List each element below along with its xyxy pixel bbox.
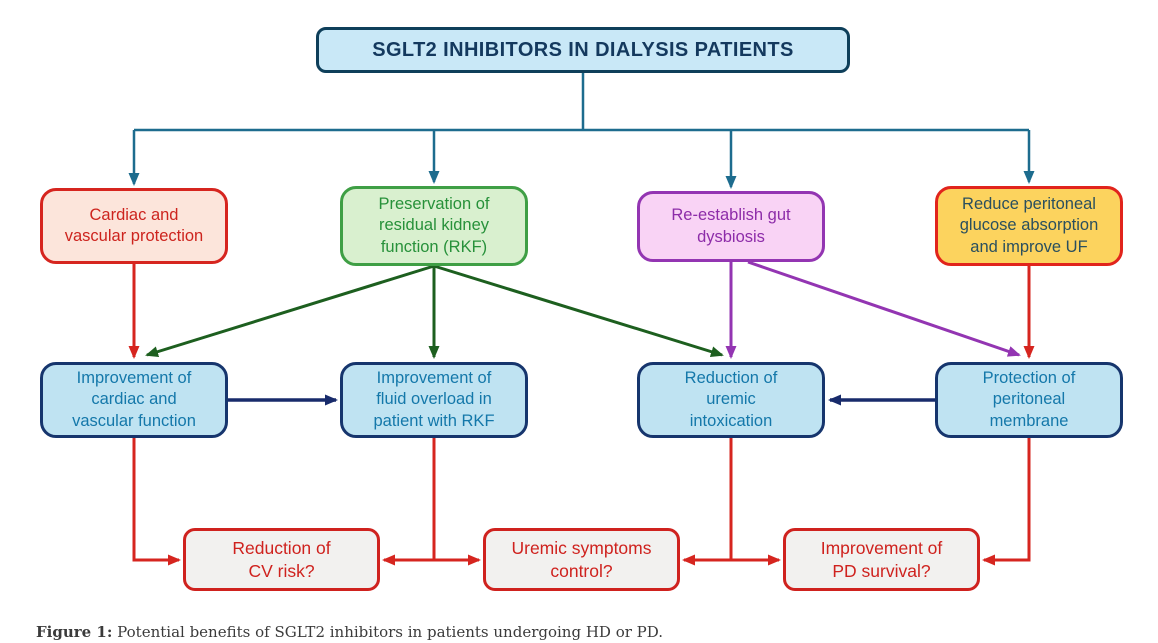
node-pd-survival: Improvement of PD survival? — [783, 528, 980, 591]
node-label-line: SGLT2 INHIBITORS IN DIALYSIS PATIENTS — [372, 39, 794, 61]
node-label-line: Improvement of — [820, 537, 943, 558]
node-label-line: Reduction of — [232, 537, 331, 558]
node-label-line: glucose absorption — [959, 216, 1099, 235]
node-uremic-symptoms-control: Uremic symptoms control? — [483, 528, 680, 591]
node-label-line: peritoneal — [992, 390, 1066, 409]
edges-green-rkf — [145, 264, 724, 359]
node-label-line: uremic — [706, 390, 756, 409]
figure-caption-label: Figure 1: — [36, 623, 113, 641]
node-label-line: fluid overload in — [376, 390, 492, 409]
node-label-line: function (RKF) — [380, 237, 488, 256]
node-rkf-preservation: Preservation of residual kidney function… — [340, 186, 528, 266]
node-label-line: membrane — [989, 411, 1069, 430]
node-label-line: Re-establish gut — [671, 206, 791, 225]
node-label-line: Improvement of — [376, 368, 492, 387]
node-label-line: vascular protection — [64, 227, 204, 245]
node-label-line: and improve UF — [970, 237, 1088, 256]
edges-title-branches — [128, 73, 1035, 189]
node-cardiac-vascular-protection: Cardiac and vascular protection — [40, 188, 228, 264]
node-label-line: Preservation of — [378, 194, 490, 213]
node-label-line: Reduce peritoneal — [962, 194, 1096, 213]
node-title-sglt2-inhibitors: SGLT2 INHIBITORS IN DIALYSIS PATIENTS — [316, 27, 850, 73]
node-gut-dysbiosis: Re-establish gut dysbiosis — [637, 191, 825, 262]
node-label-line: Cardiac and — [89, 205, 179, 224]
node-label-line: dysbiosis — [697, 227, 765, 246]
node-label-line: intoxication — [689, 411, 773, 430]
node-fluid-overload: Improvement of fluid overload in patient… — [340, 362, 528, 438]
edges-purple-dysbiosis — [725, 260, 1021, 359]
node-label-line: CV risk? — [248, 560, 315, 581]
node-label-line: cardiac and — [91, 390, 177, 409]
node-label-line: residual kidney — [378, 216, 490, 235]
node-label-line: Uremic symptoms — [511, 537, 652, 558]
node-peritoneal-glucose-absorption: Reduce peritoneal glucose absorption and… — [935, 186, 1123, 266]
node-label-line: PD survival? — [832, 560, 931, 581]
node-label-line: patient with RKF — [373, 411, 495, 430]
node-uremic-intoxication: Reduction of uremic intoxication — [637, 362, 825, 438]
node-cv-risk: Reduction of CV risk? — [183, 528, 380, 591]
node-cardiac-vascular-function: Improvement of cardiac and vascular func… — [40, 362, 228, 438]
node-label-line: Improvement of — [76, 368, 192, 387]
figure-caption-text: Potential benefits of SGLT2 inhibitors i… — [112, 623, 664, 641]
node-peritoneal-membrane: Protection of peritoneal membrane — [935, 362, 1123, 438]
node-label-line: Reduction of — [684, 368, 778, 387]
node-label-line: vascular function — [72, 411, 196, 430]
node-label-line: control? — [550, 560, 613, 581]
edges-red — [128, 264, 1035, 566]
node-label-line: Protection of — [982, 368, 1076, 387]
figure-caption: Figure 1: Potential benefits of SGLT2 in… — [36, 623, 796, 641]
